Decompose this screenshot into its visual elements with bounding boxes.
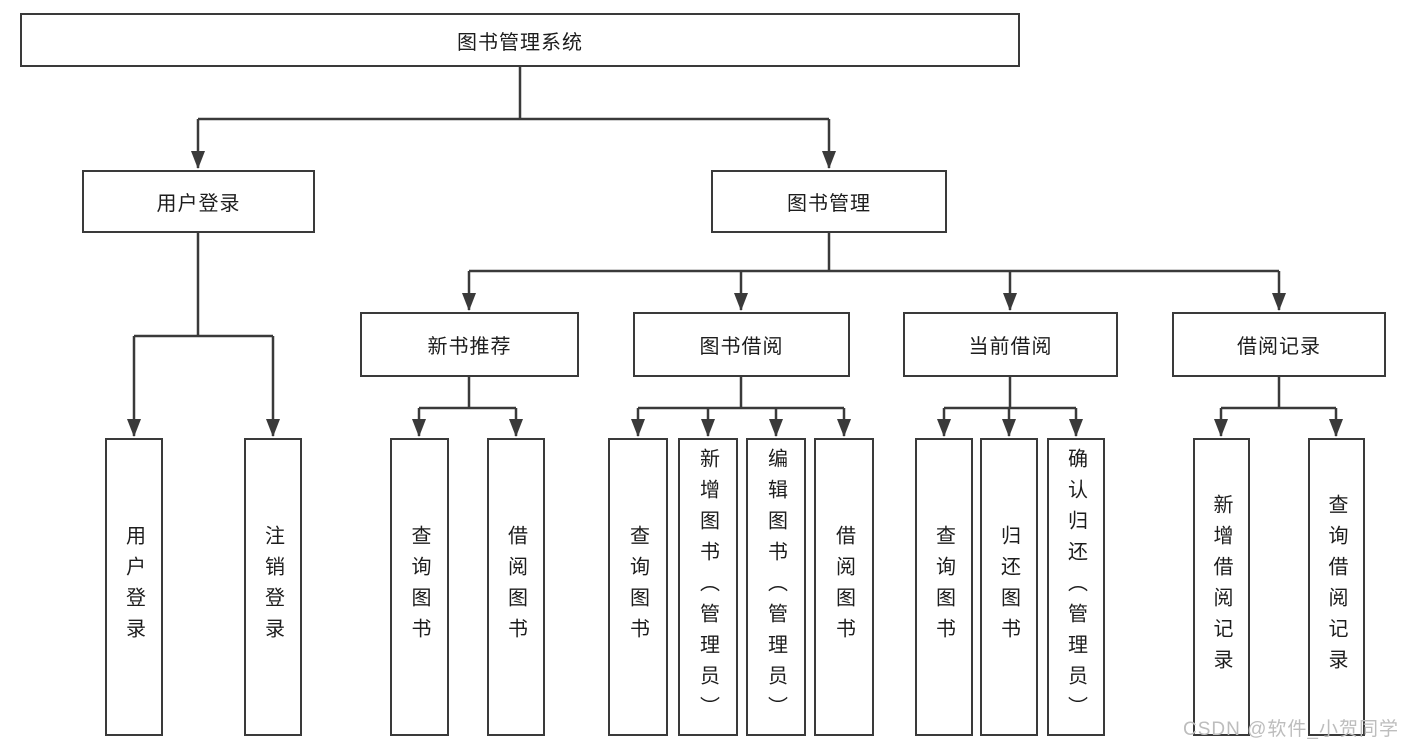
leaf-label: 新增借阅记录 bbox=[1210, 494, 1232, 680]
node-new-book-recommendation: 新书推荐 bbox=[360, 312, 579, 377]
leaf-user-login: 用户登录 bbox=[105, 438, 163, 736]
node-label: 当前借阅 bbox=[968, 336, 1053, 358]
leaf-confirm-return-admin: 确认归还（管理员） bbox=[1047, 438, 1105, 736]
leaf-label: 归还图书 bbox=[997, 525, 1020, 649]
node-book-management: 图书管理 bbox=[711, 170, 947, 233]
leaf-query-books: 查询图书 bbox=[915, 438, 973, 736]
node-label: 借阅记录 bbox=[1237, 336, 1321, 358]
node-borrowing-records: 借阅记录 bbox=[1172, 312, 1386, 377]
leaf-borrow-books: 借阅图书 bbox=[814, 438, 874, 736]
node-library-management-system: 图书管理系统 bbox=[20, 13, 1020, 67]
leaf-add-borrow-record: 新增借阅记录 bbox=[1193, 438, 1250, 736]
node-label: 新书推荐 bbox=[427, 336, 512, 358]
node-label: 用户登录 bbox=[156, 193, 241, 215]
leaf-label: 查询借阅记录 bbox=[1325, 494, 1347, 680]
csdn-watermark: CSDN @软件_小贺同学 bbox=[1183, 719, 1399, 740]
leaf-label: 新增图书（管理员） bbox=[696, 447, 719, 727]
leaf-borrow-books: 借阅图书 bbox=[487, 438, 545, 736]
node-label: 图书管理 bbox=[787, 193, 871, 215]
leaf-label: 借阅图书 bbox=[832, 525, 855, 649]
leaf-return-books: 归还图书 bbox=[980, 438, 1038, 736]
node-label: 图书管理系统 bbox=[457, 31, 583, 54]
leaf-label: 确认归还（管理员） bbox=[1064, 447, 1087, 727]
node-current-borrowing: 当前借阅 bbox=[903, 312, 1118, 377]
leaf-label: 借阅图书 bbox=[504, 525, 527, 649]
leaf-label: 编辑图书（管理员） bbox=[764, 447, 787, 727]
leaf-label: 查询图书 bbox=[408, 525, 430, 649]
leaf-label: 查询图书 bbox=[626, 525, 649, 649]
leaf-query-books: 查询图书 bbox=[608, 438, 668, 736]
leaf-label: 用户登录 bbox=[122, 525, 145, 649]
node-user-login: 用户登录 bbox=[82, 170, 315, 233]
leaf-logout: 注销登录 bbox=[244, 438, 302, 736]
leaf-edit-books-admin: 编辑图书（管理员） bbox=[746, 438, 806, 736]
leaf-label: 注销登录 bbox=[261, 525, 284, 649]
leaf-label: 查询图书 bbox=[932, 525, 955, 649]
leaf-query-borrow-record: 查询借阅记录 bbox=[1308, 438, 1365, 736]
leaf-add-books-admin: 新增图书（管理员） bbox=[678, 438, 738, 736]
leaf-query-books: 查询图书 bbox=[390, 438, 449, 736]
node-label: 图书借阅 bbox=[699, 336, 784, 358]
node-book-borrowing: 图书借阅 bbox=[633, 312, 850, 377]
